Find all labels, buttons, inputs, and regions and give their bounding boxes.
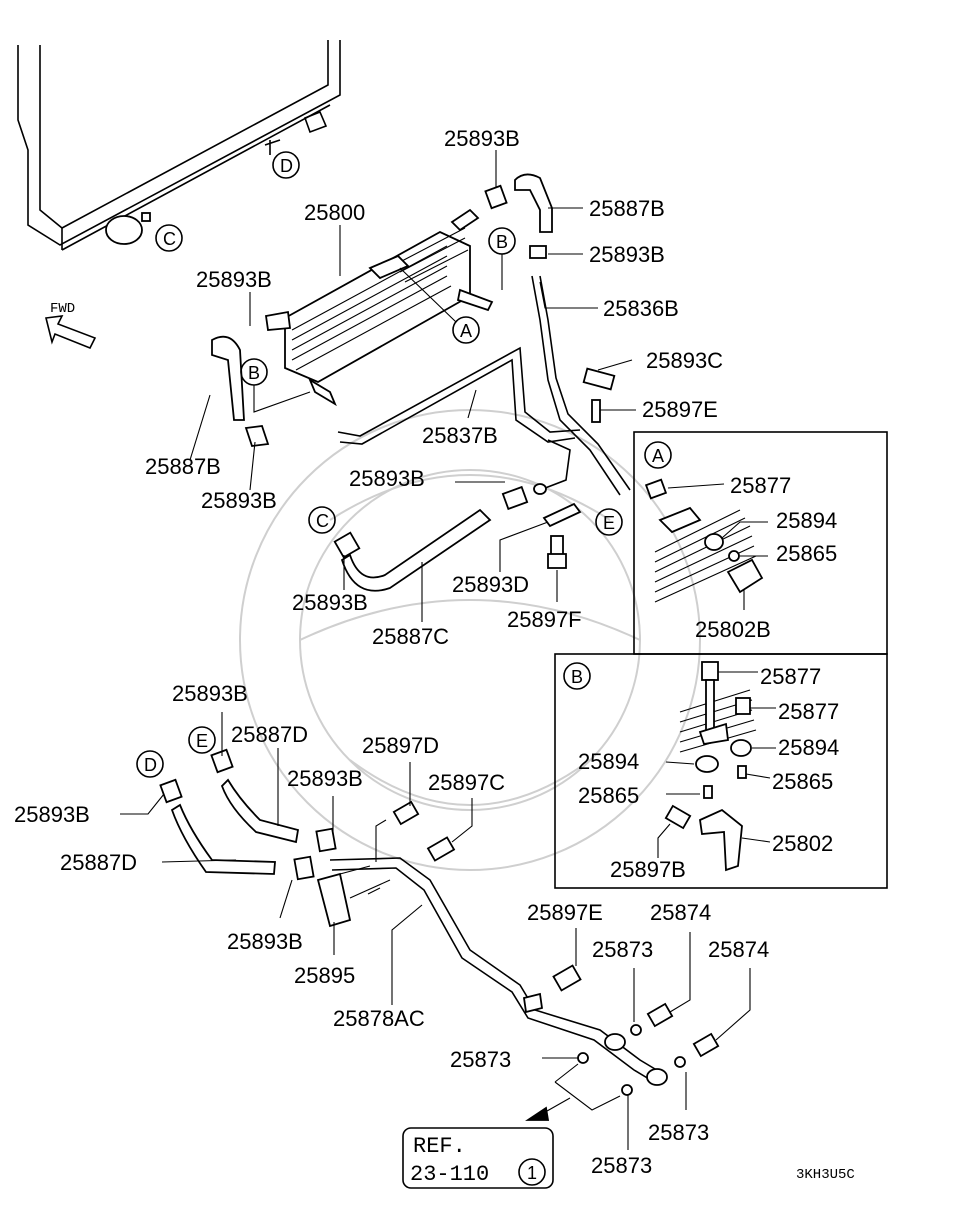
label-25887d-left: 25887D: [60, 850, 137, 875]
callout-a: A: [399, 267, 480, 344]
svg-text:D: D: [144, 755, 157, 775]
label-25836b: 25836B: [603, 296, 679, 321]
label-25893b-left: 25893B: [196, 267, 272, 292]
callout-c-top: C: [155, 224, 183, 252]
label-25897c: 25897C: [428, 770, 505, 795]
label-25893b-mid2: 25893B: [287, 766, 363, 791]
label-25897f: 25897F: [507, 607, 582, 632]
fwd-label: FWD: [50, 301, 75, 317]
callout-d-top: D: [272, 151, 300, 179]
hose-25887c: [333, 485, 529, 592]
label-25887c: 25887C: [372, 624, 449, 649]
svg-text:E: E: [603, 513, 615, 533]
inset-a-25865: 25865: [776, 541, 837, 566]
label-25893b-hose: 25893B: [349, 466, 425, 491]
hoses-lower: [159, 748, 337, 881]
label-25893c: 25893C: [646, 348, 723, 373]
label-25887b-left: 25887B: [145, 454, 221, 479]
label-25837b: 25837B: [422, 423, 498, 448]
label-25893b-c: 25893B: [292, 590, 368, 615]
label-25873-c: 25873: [648, 1120, 709, 1145]
label-25897e-bot: 25897E: [527, 900, 603, 925]
inset-a-25877: 25877: [730, 473, 791, 498]
inset-b-25894-l: 25894: [578, 749, 639, 774]
o-rings: [577, 1024, 686, 1096]
ref-box: REF. 23-110 1: [402, 1127, 554, 1189]
callout-c-mid: C: [308, 506, 336, 534]
label-25878ac: 25878AC: [333, 1006, 425, 1031]
callout-e-mid: E: [595, 508, 623, 536]
svg-text:D: D: [280, 156, 293, 176]
bracket-25895: [316, 865, 371, 928]
inset-b-25877-a: 25877: [760, 664, 821, 689]
leader-lines: [120, 150, 751, 1150]
label-25893b-mid: 25893B: [589, 242, 665, 267]
svg-text:C: C: [163, 229, 176, 249]
hoses-upper: [211, 173, 631, 496]
label-25873-a: 25873: [592, 937, 653, 962]
oil-cooler: [264, 208, 494, 407]
callout-d-low: D: [136, 750, 164, 778]
label-25800: 25800: [304, 200, 365, 225]
label-25893b-d: 25893B: [14, 802, 90, 827]
callout-b-top: B: [488, 227, 516, 290]
ref-circled: 1: [527, 1163, 537, 1183]
clip-bolt: [542, 502, 582, 569]
label-25873-b: 25873: [450, 1047, 511, 1072]
inset-b-25802: 25802: [772, 831, 833, 856]
part-labels: 25893B 25887B 25800 25893B 25893B 25836B…: [14, 126, 769, 1178]
label-25873-d: 25873: [591, 1153, 652, 1178]
diagram-code: 3KH3U5C: [796, 1167, 855, 1183]
label-25887b-top: 25887B: [589, 196, 665, 221]
label-25893b-bot: 25893B: [227, 929, 303, 954]
label-25874-a: 25874: [650, 900, 711, 925]
inset-b-25865-r: 25865: [772, 769, 833, 794]
label-25887d-top: 25887D: [231, 722, 308, 747]
pipe-25878ac: [329, 857, 668, 1086]
inset-b-25877-b: 25877: [778, 699, 839, 724]
svg-text:B: B: [496, 232, 508, 252]
svg-text:B: B: [248, 363, 260, 383]
inset-a-tag: A: [652, 446, 664, 466]
bolts-lower: [392, 800, 720, 1058]
inset-b-25894-r: 25894: [778, 735, 839, 760]
svg-text:C: C: [316, 511, 329, 531]
inset-b-25897b: 25897B: [610, 857, 686, 882]
inset-a-25802b: 25802B: [695, 617, 771, 642]
label-25897d: 25897D: [362, 733, 439, 758]
label-25895: 25895: [294, 963, 355, 988]
label-25874-b: 25874: [708, 937, 769, 962]
inset-b: B 25877 25877 25894 25894 25865 25865 25…: [554, 653, 888, 889]
inset-a-25894: 25894: [776, 508, 837, 533]
ref-line1: REF.: [413, 1134, 466, 1159]
inset-b-tag: B: [571, 667, 583, 687]
ref-line2: 23-110: [410, 1162, 489, 1187]
svg-text:A: A: [460, 321, 472, 341]
svg-text:E: E: [196, 731, 208, 751]
ref-arrow: [525, 1063, 621, 1121]
fwd-arrow: FWD: [45, 301, 97, 350]
label-25897e-top: 25897E: [642, 397, 718, 422]
label-25893b-e: 25893B: [172, 681, 248, 706]
inset-a: A 25877 25894 25865 25802B: [633, 431, 888, 655]
radiator: [17, 40, 341, 251]
label-25893b-top: 25893B: [444, 126, 520, 151]
callout-b-left: B: [240, 358, 311, 413]
label-25893b-low: 25893B: [201, 488, 277, 513]
label-25893d: 25893D: [452, 572, 529, 597]
callout-e-low: E: [188, 726, 216, 754]
inset-b-25865-l: 25865: [578, 783, 639, 808]
